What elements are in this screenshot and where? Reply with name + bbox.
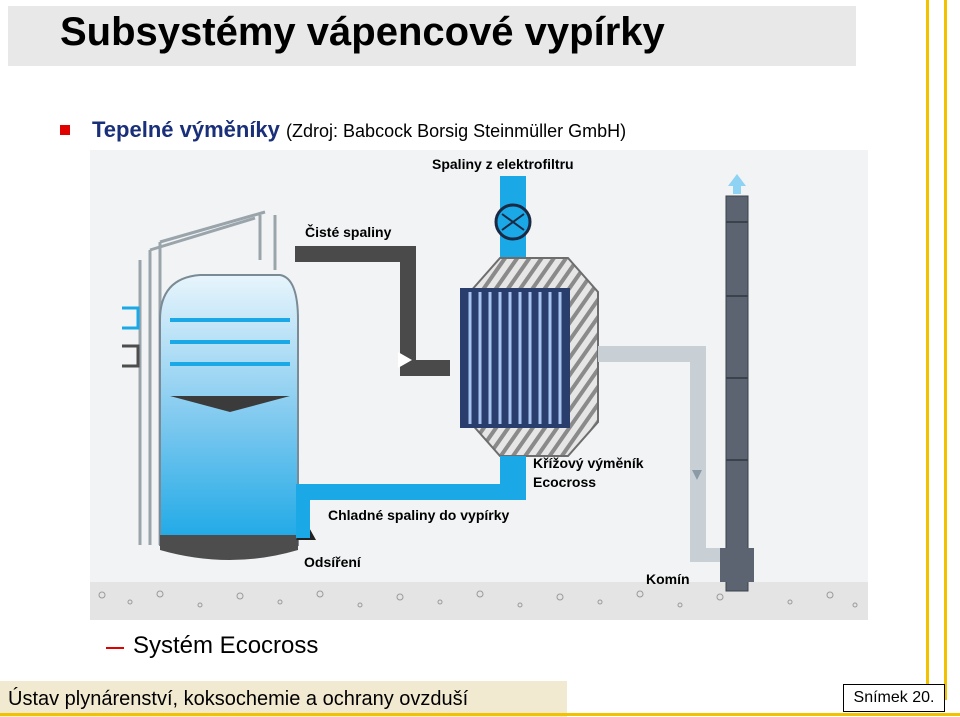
fan-blades bbox=[501, 213, 525, 231]
bullet-heading-line: Tepelné výměníky (Zdroj: Babcock Borsig … bbox=[92, 117, 626, 143]
chimney-rings bbox=[726, 221, 748, 461]
exhaust-arrow bbox=[728, 174, 746, 194]
stack-gas-arrow bbox=[692, 470, 702, 480]
clean-gas-arrow bbox=[398, 352, 412, 368]
accent-line-left bbox=[926, 0, 929, 700]
stack-gas-duct bbox=[598, 346, 726, 562]
clean-gas-duct bbox=[295, 246, 450, 376]
bullet-source: (Zdroj: Babcock Borsig Steinmüller GmbH) bbox=[286, 121, 627, 141]
footer-institute: Ústav plynárenství, koksochemie a ochran… bbox=[8, 688, 469, 710]
chimney-base bbox=[720, 548, 754, 582]
label-cold-gas: Chladné spaliny do vypírky bbox=[328, 507, 509, 523]
mist-eliminator bbox=[170, 396, 290, 412]
side-pipes-cyan bbox=[122, 306, 140, 330]
side-pipes-gray bbox=[122, 344, 140, 368]
sub-item-dash bbox=[106, 647, 124, 649]
bullet-heading: Tepelné výměníky bbox=[92, 117, 280, 142]
label-desulfurization: Odsíření bbox=[304, 554, 362, 570]
accent-line-right bbox=[944, 0, 947, 700]
chimney bbox=[725, 195, 749, 592]
ecocross-diagram: Spaliny z elektrofiltru Čisté spaliny Kř… bbox=[90, 150, 868, 620]
ground-pebbles bbox=[98, 590, 858, 608]
footer-accent-line bbox=[0, 713, 960, 716]
slide-title: Subsystémy vápencové vypírky bbox=[60, 10, 665, 54]
absorber-sump bbox=[160, 535, 298, 560]
label-stack: Komín bbox=[646, 571, 690, 587]
spray-nozzles bbox=[170, 318, 290, 366]
slide-number: Snímek 20. bbox=[843, 684, 945, 712]
title-bar bbox=[8, 6, 856, 66]
exchanger-core bbox=[460, 288, 570, 428]
label-cross-exchanger-2: Ecocross bbox=[533, 474, 596, 490]
ground bbox=[90, 582, 868, 620]
cold-gas-duct bbox=[296, 456, 526, 538]
label-clean-gas: Čisté spaliny bbox=[305, 223, 392, 240]
label-cross-exchanger-1: Křížový výměník bbox=[533, 455, 644, 471]
label-flue-gas-from-filter: Spaliny z elektrofiltru bbox=[432, 156, 574, 172]
sub-item-text: Systém Ecocross bbox=[133, 632, 319, 659]
footer-bar bbox=[0, 681, 567, 717]
exchanger-tubes bbox=[468, 292, 562, 424]
bullet-marker bbox=[60, 125, 70, 135]
